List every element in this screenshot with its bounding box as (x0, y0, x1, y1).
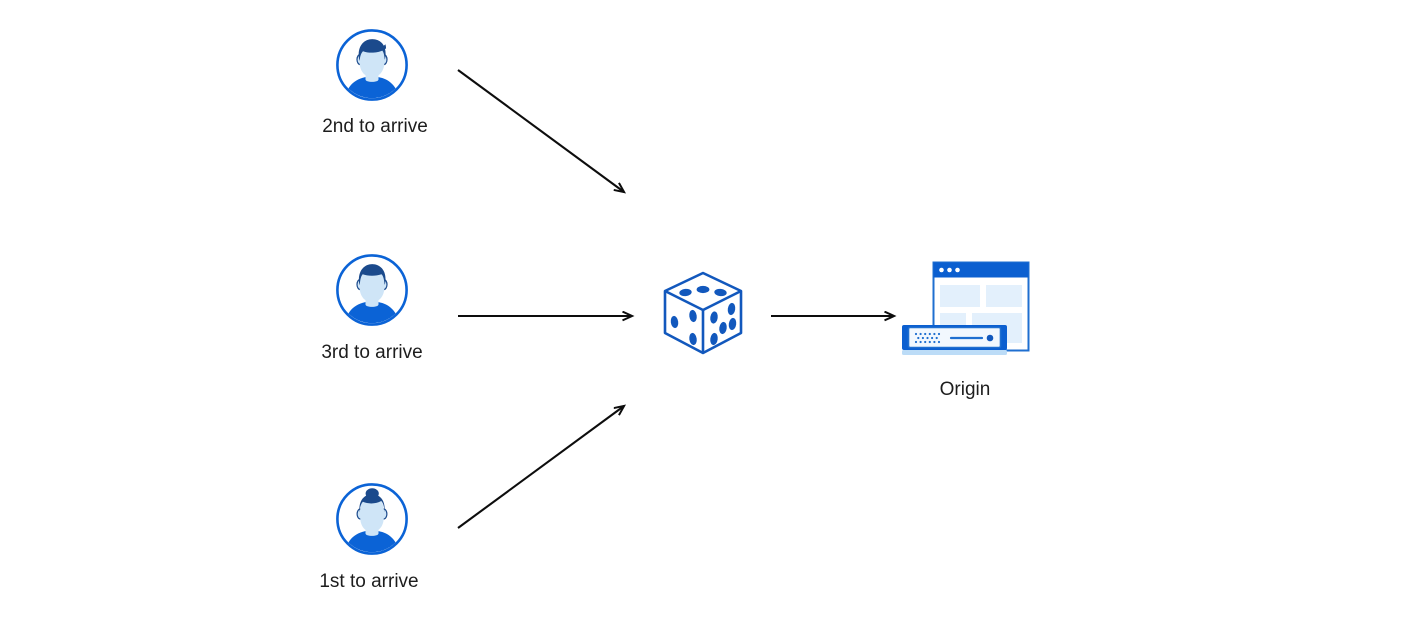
random-balancer-node (655, 265, 751, 361)
client-node-3rd (335, 253, 409, 327)
origin-node (897, 258, 1033, 364)
user-avatar-icon (336, 483, 408, 555)
client-label-3rd: 3rd to arrive (321, 342, 423, 363)
server-appliance-icon (902, 325, 1007, 355)
client-node-2nd (335, 28, 409, 102)
client-label-1st: 1st to arrive (319, 571, 419, 592)
dice-left-pips (670, 309, 697, 346)
user-avatar-icon (336, 254, 408, 326)
dice-icon (663, 271, 743, 355)
origin-label: Origin (939, 379, 991, 400)
client-node-1st (335, 482, 409, 556)
client-label-2nd: 2nd to arrive (322, 116, 428, 137)
dice-top-pips (679, 285, 727, 297)
origin-server-icon (902, 261, 1030, 355)
server-port-grid (914, 332, 941, 344)
dice-right-pips (710, 302, 737, 346)
user-avatar-icon (336, 29, 408, 101)
arrow-1st-to-balancer (457, 406, 624, 529)
